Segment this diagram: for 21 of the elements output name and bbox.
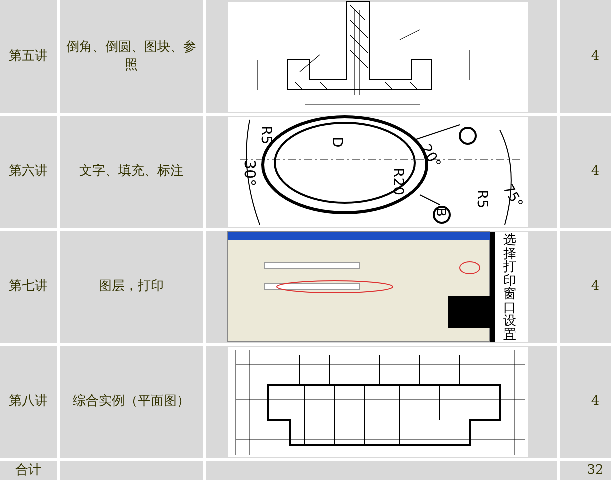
topic-text: 文字、填充、标注 (80, 163, 184, 181)
hours-value: 4 (591, 48, 600, 66)
lecture-number: 第八讲 (9, 393, 48, 411)
total-label: 合计 (16, 462, 42, 480)
lecture-number: 第五讲 (9, 48, 48, 66)
total-hours: 32 (587, 462, 604, 480)
hours-value: 4 (591, 163, 600, 181)
hours-value: 4 (591, 393, 600, 411)
dimension-label: 30° (241, 160, 259, 187)
lecture-number: 第六讲 (9, 163, 48, 181)
lecture-number: 第七讲 (9, 278, 48, 296)
dimension-label: D (329, 137, 345, 148)
dimension-label: R5 (474, 190, 490, 209)
topic-text: 倒角、倒圆、图块、参照 (66, 38, 197, 74)
dimension-label: 75° (500, 182, 526, 212)
dimension-label: B (433, 208, 448, 217)
topic-text: 图层，打印 (99, 278, 164, 296)
topic-text: 综合实例（平面图） (73, 393, 190, 411)
vertical-note: 选择打印窗口设置 (503, 234, 517, 342)
dimension-label: R5 (258, 126, 274, 145)
hours-value: 4 (591, 278, 600, 296)
